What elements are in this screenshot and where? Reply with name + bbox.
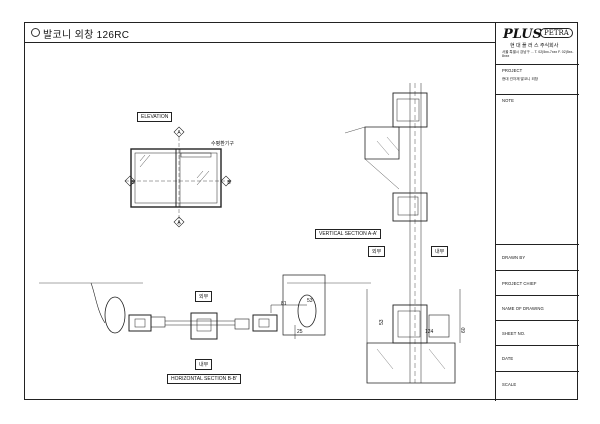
vertical-section	[344, 83, 461, 384]
horizontal-exterior-label: 외부	[195, 291, 213, 302]
title-bar: 발코니 외창 126RC	[25, 23, 495, 43]
dim-60: 60	[461, 327, 467, 333]
sheet-no-field: SHEET NO.	[496, 321, 579, 346]
company-logo: PLUS PETRA 현 대 플 러 스 주식회사 서울 특별시 강남구 ...…	[496, 23, 579, 65]
dim-53-horizontal: 53	[307, 298, 313, 304]
name-of-drawing-label: NAME OF DRAWING	[502, 306, 544, 311]
dim-53-vertical: 53	[379, 319, 385, 325]
project-chief-field: PROJECT CHIEF	[496, 271, 579, 296]
vertical-interior-label: 내부	[431, 246, 449, 257]
project-label: PROJECT	[502, 68, 523, 73]
drawing-sheet: 발코니 외창 126RC	[24, 22, 579, 401]
vent-callout: 수평환기구	[211, 141, 235, 147]
drawing-title: 발코니 외창 126RC	[43, 30, 130, 41]
vertical-exterior-label: 외부	[368, 246, 386, 257]
note-field: NOTE	[496, 95, 579, 245]
dim-25: 25	[297, 329, 303, 335]
scale-label: SCALE	[502, 382, 517, 387]
circle-bullet-icon	[31, 28, 40, 37]
horizontal-interior-label: 내부	[195, 359, 213, 370]
drawn-by-label: DRAWN BY	[502, 255, 526, 260]
brand-sub: PETRA	[540, 28, 573, 38]
brand-name: PLUS	[503, 27, 542, 42]
section-marker-a-top	[173, 126, 185, 138]
company-address: 서울 특별시 강남구 ... T. 02)5xx-7xxx F. 02)5xx-…	[502, 50, 574, 58]
elevation-window	[125, 137, 231, 227]
section-marker-b-right	[220, 175, 232, 187]
marker-b-left-text: B	[131, 180, 135, 186]
elevation-label: ELEVATION	[137, 112, 173, 122]
drawing-svg: B B A A 53 81 25 53 124 60	[39, 83, 467, 384]
horizontal-section-label: HORIZONTAL SECTION B-B'	[167, 374, 241, 384]
name-of-drawing-field: NAME OF DRAWING	[496, 296, 579, 321]
marker-a-top-text: A	[177, 130, 181, 136]
sheet-no-label: SHEET NO.	[502, 331, 526, 336]
project-value: 현대 건자재 발코니 외창	[502, 77, 539, 81]
marker-b-right-text: B	[227, 180, 231, 186]
drawn-by-field: DRAWN BY	[496, 245, 579, 271]
drawing-area: B B A A 53 81 25 53 124 60 ELEVATION 수평환…	[25, 43, 495, 401]
date-field: DATE	[496, 346, 579, 372]
marker-a-bottom-text: A	[177, 220, 181, 226]
dim-81: 81	[281, 301, 287, 307]
date-label: DATE	[502, 356, 514, 361]
horizontal-section	[39, 274, 371, 340]
title-block: PLUS PETRA 현 대 플 러 스 주식회사 서울 특별시 강남구 ...…	[495, 23, 579, 401]
scale-field: SCALE	[496, 372, 579, 401]
company-name: 현 대 플 러 스 주식회사	[510, 43, 559, 49]
section-marker-a-bottom	[173, 216, 185, 228]
project-chief-label: PROJECT CHIEF	[502, 281, 537, 286]
project-field: PROJECT 현대 건자재 발코니 외창	[496, 65, 579, 95]
note-label: NOTE	[502, 98, 515, 103]
section-marker-b-left	[124, 175, 136, 187]
dim-124: 124	[425, 329, 434, 335]
vertical-section-label: VERTICAL SECTION A-A'	[315, 229, 382, 239]
